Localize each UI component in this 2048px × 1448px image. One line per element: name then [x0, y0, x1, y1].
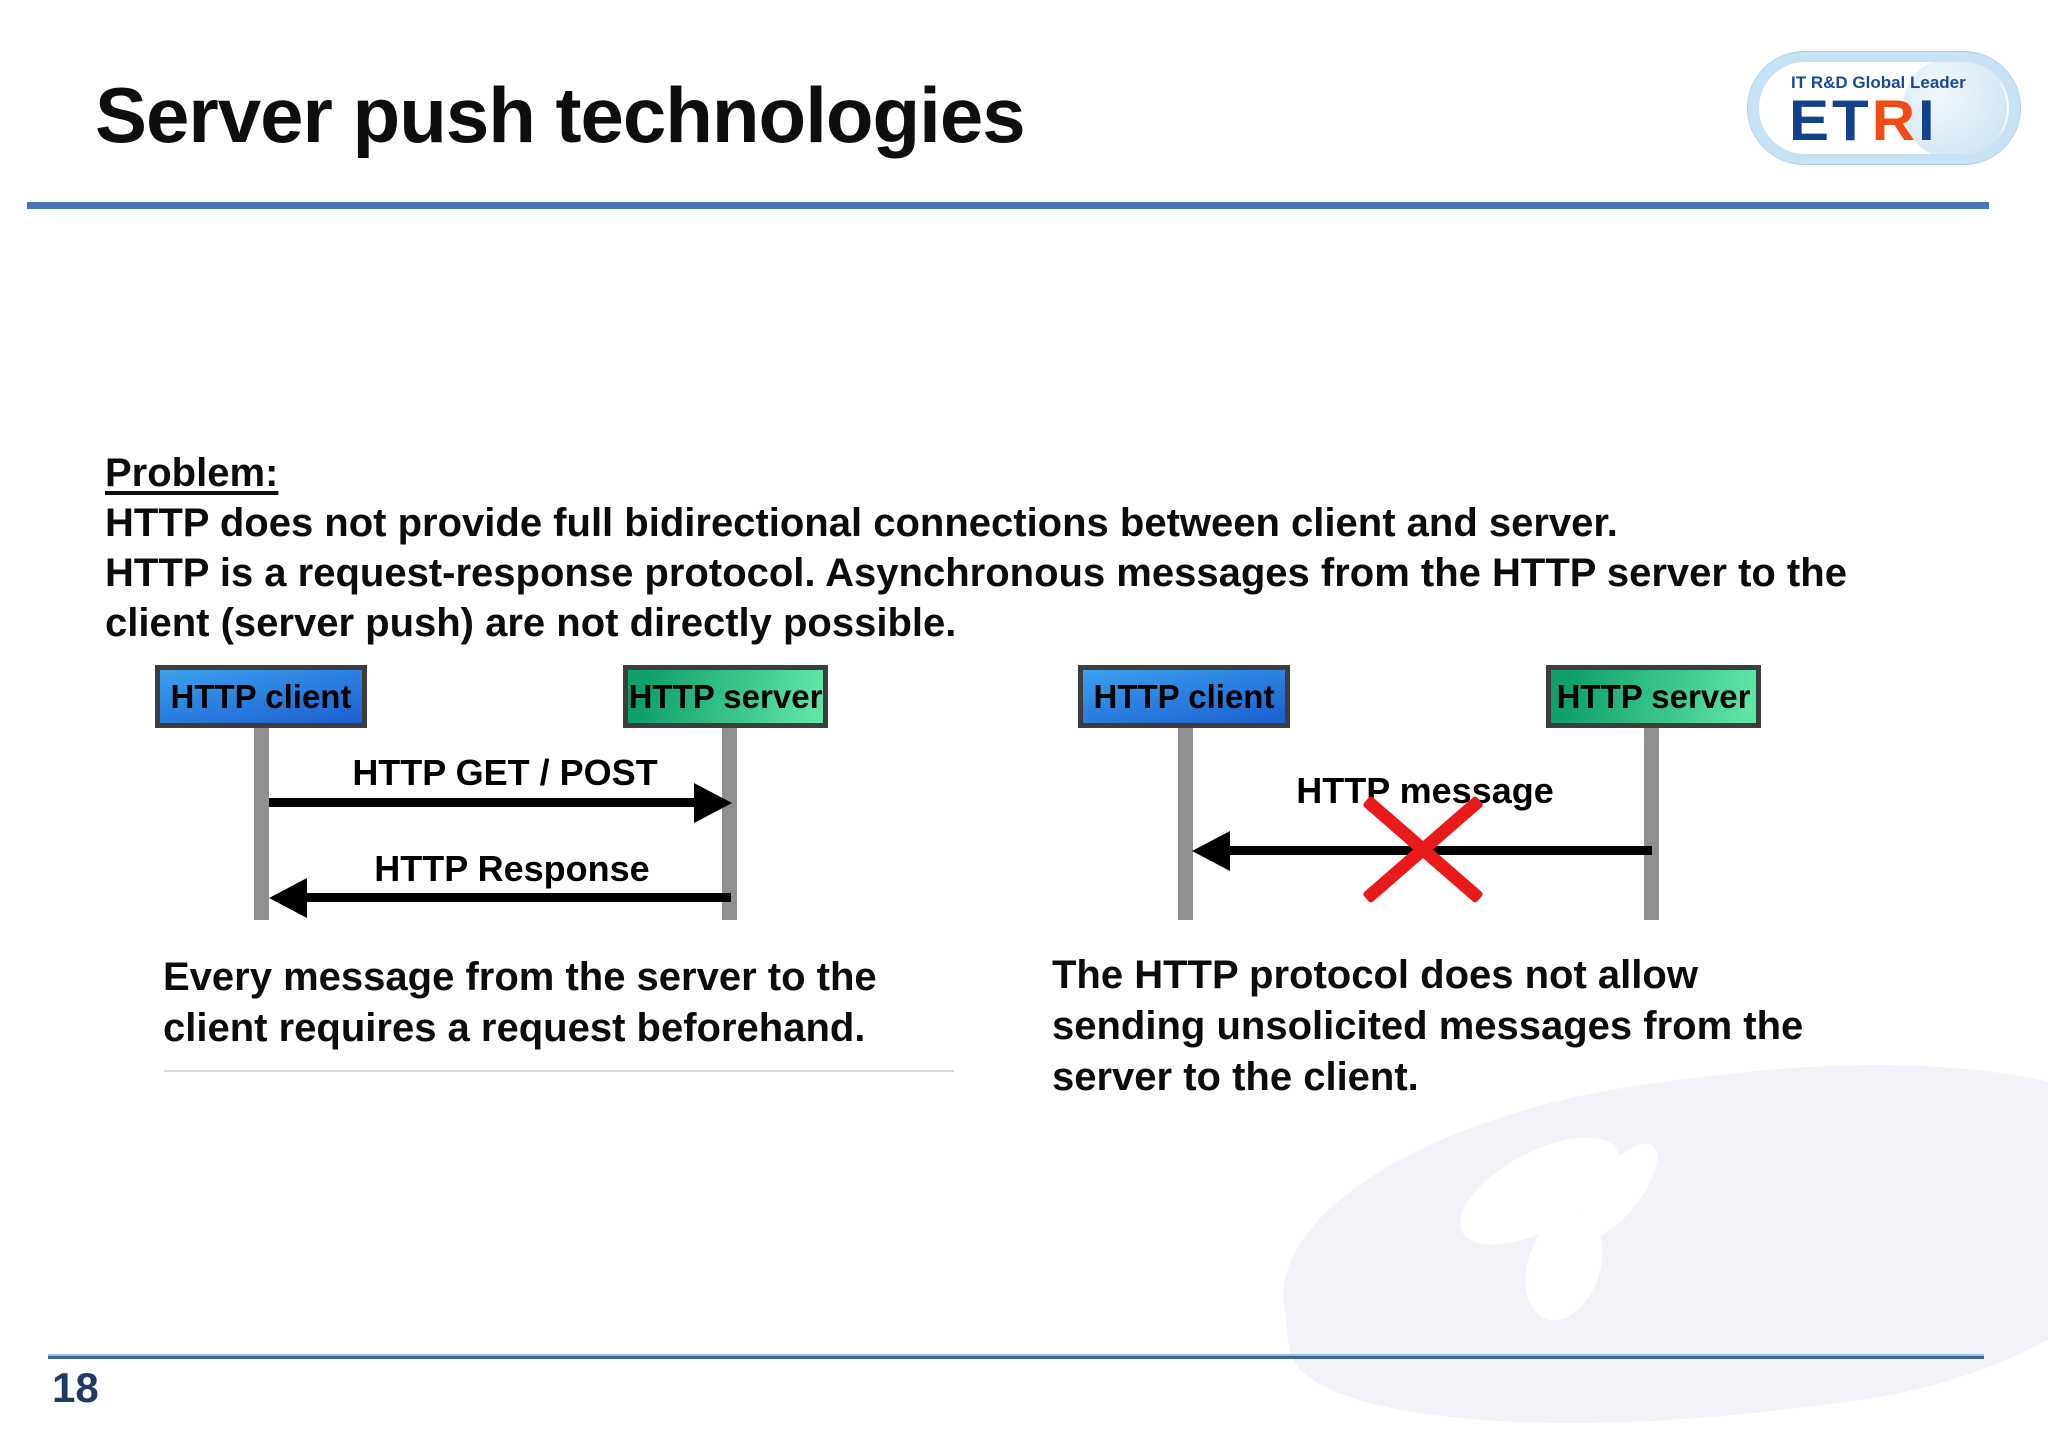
caption-line: Every message from the server to the [163, 955, 877, 999]
http-server-label: HTTP server [1556, 677, 1751, 715]
message-arrowhead-icon [1192, 831, 1230, 871]
image-border-edge [164, 1070, 954, 1072]
left-diagram-caption: Every message from the server to the cli… [163, 952, 877, 1054]
etri-logo: IT R&D Global Leader ETRI [1748, 52, 2020, 164]
globe-icon [1903, 62, 2007, 154]
page-number: 18 [52, 1364, 99, 1411]
logo-background: IT R&D Global Leader ETRI [1759, 62, 2009, 154]
http-client-label: HTTP client [1093, 677, 1275, 715]
page-title: Server push technologies [95, 71, 1026, 159]
response-arrow-label: HTTP Response [374, 848, 650, 889]
server-lifeline [722, 728, 737, 920]
request-arrowhead-icon [694, 783, 732, 823]
client-lifeline [1178, 728, 1193, 920]
footer-divider [48, 1354, 1984, 1359]
http-client-box: HTTP client [155, 665, 367, 728]
problem-text-line: client (server push) are not directly po… [105, 601, 957, 645]
right-diagram-caption: The HTTP protocol does not allow sending… [1052, 950, 1803, 1103]
http-server-label: HTTP server [628, 677, 823, 715]
title-divider [27, 202, 1989, 209]
response-arrow [305, 893, 731, 902]
caption-line: The HTTP protocol does not allow [1052, 953, 1698, 997]
logo-letter: I [1918, 88, 1938, 153]
server-lifeline [1644, 728, 1659, 920]
http-client-label: HTTP client [170, 677, 352, 715]
problem-heading: Problem: [105, 451, 279, 495]
http-client-box: HTTP client [1078, 665, 1290, 728]
message-arrow [1228, 846, 1652, 855]
http-server-box: HTTP server [1546, 665, 1761, 728]
request-arrow [269, 798, 697, 807]
problem-text-line: HTTP does not provide full bidirectional… [105, 501, 1618, 545]
response-arrowhead-icon [269, 878, 307, 918]
problem-text-line: HTTP is a request-response protocol. Asy… [105, 551, 1847, 595]
message-arrow-label: HTTP message [1296, 770, 1554, 811]
logo-tagline: IT R&D Global Leader [1791, 73, 1966, 92]
logo-letter: R [1871, 88, 1919, 153]
http-server-box: HTTP server [623, 665, 828, 728]
problem-block: Problem: HTTP does not provide full bidi… [105, 448, 1847, 648]
logo-wordmark: ETRI [1789, 87, 1938, 153]
client-lifeline [254, 728, 269, 920]
request-arrow-label: HTTP GET / POST [352, 752, 658, 793]
caption-line: server to the client. [1052, 1055, 1419, 1099]
logo-letter: E [1789, 88, 1833, 153]
caption-line: client requires a request beforehand. [163, 1006, 866, 1050]
caption-line: sending unsolicited messages from the [1052, 1004, 1804, 1048]
logo-letter: T [1832, 88, 1872, 153]
